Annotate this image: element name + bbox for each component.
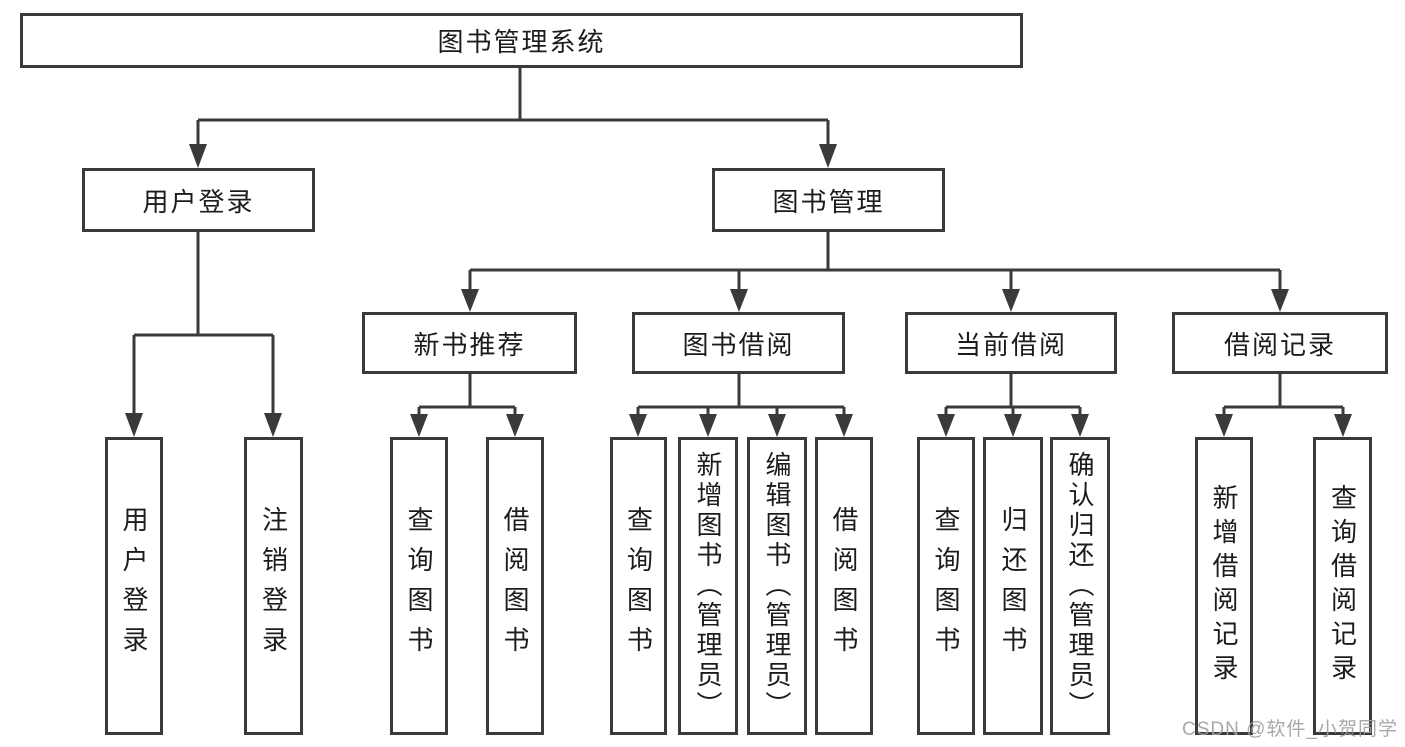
leaf-query-books-recommend: 查询图书 <box>390 437 448 735</box>
leaf-label: 注销登录 <box>258 506 289 666</box>
node-label: 用户登录 <box>142 186 255 217</box>
leaf-label: 查询图书 <box>931 506 961 666</box>
leaf-label: 借阅图书 <box>500 506 530 666</box>
node-book-borrowing: 图书借阅 <box>632 312 845 374</box>
node-book-management: 图书管理 <box>712 168 945 232</box>
leaf-return-books: 归还图书 <box>983 437 1043 735</box>
leaf-label: 归还图书 <box>998 506 1028 666</box>
leaf-query-books-borrow: 查询图书 <box>610 437 667 735</box>
leaf-label: 借阅图书 <box>829 506 859 666</box>
node-label: 当前借阅 <box>954 329 1067 360</box>
leaf-label: 编辑图书（管理员） <box>762 451 792 721</box>
leaf-add-borrow-record: 新增借阅记录 <box>1195 437 1253 735</box>
leaf-confirm-return-admin: 确认归还（管理员） <box>1050 437 1110 735</box>
node-label: 新书推荐 <box>413 329 526 360</box>
leaf-label: 查询图书 <box>404 506 434 666</box>
node-label: 图书管理系统 <box>437 27 606 57</box>
node-borrowing-records: 借阅记录 <box>1172 312 1388 374</box>
node-library-management-system: 图书管理系统 <box>20 13 1023 68</box>
leaf-label: 用户登录 <box>119 506 149 666</box>
leaf-label: 新增图书（管理员） <box>693 451 723 721</box>
leaf-borrow-books-recommend: 借阅图书 <box>486 437 544 735</box>
leaf-label: 查询借阅记录 <box>1327 484 1358 688</box>
node-user-login: 用户登录 <box>82 168 315 232</box>
leaf-label: 确认归还（管理员） <box>1065 451 1095 721</box>
node-label: 图书管理 <box>772 186 885 217</box>
watermark: CSDN @软件_小贺同学 <box>1182 719 1398 740</box>
node-label: 图书借阅 <box>682 329 795 360</box>
node-label: 借阅记录 <box>1223 329 1336 360</box>
leaf-add-books-admin: 新增图书（管理员） <box>678 437 738 735</box>
leaf-logout: 注销登录 <box>244 437 303 735</box>
leaf-edit-books-admin: 编辑图书（管理员） <box>747 437 807 735</box>
leaf-borrow-books: 借阅图书 <box>815 437 873 735</box>
leaf-label: 新增借阅记录 <box>1209 484 1239 688</box>
leaf-label: 查询图书 <box>623 506 654 666</box>
leaf-user-login: 用户登录 <box>105 437 163 735</box>
node-current-borrowing: 当前借阅 <box>905 312 1117 374</box>
node-new-book-recommendation: 新书推荐 <box>362 312 577 374</box>
leaf-query-borrow-record: 查询借阅记录 <box>1313 437 1372 735</box>
leaf-query-books-current: 查询图书 <box>917 437 975 735</box>
